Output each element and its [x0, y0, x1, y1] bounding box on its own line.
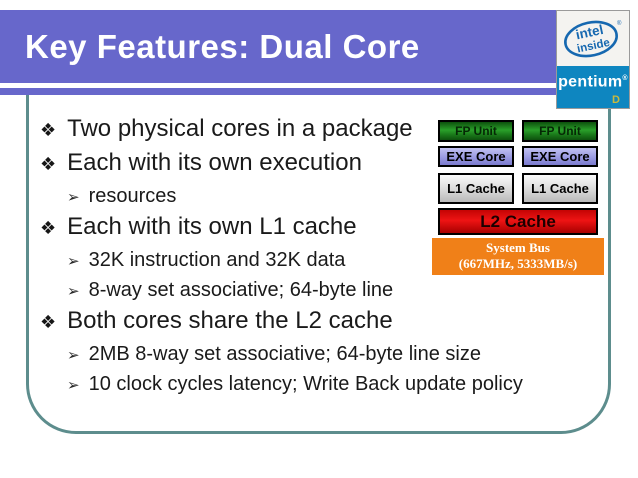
title-banner: Key Features: Dual Core [0, 10, 556, 83]
bullet-text: Each with its own execution [67, 149, 362, 176]
intel-inside-badge: intel inside ® [557, 11, 629, 66]
oval-trademark: ® [617, 20, 622, 27]
exe-core-box-left: EXE Core [438, 146, 514, 167]
page-title: Key Features: Dual Core [25, 27, 420, 65]
l1-cache-box-right: L1 Cache [522, 173, 598, 204]
intel-word: intel [574, 21, 604, 41]
diamond-bullet-icon: ❖ [40, 154, 57, 175]
sub-bullet-item: ➢ 2MB 8-way set associative; 64-byte line… [67, 340, 600, 369]
bullet-text: resources [88, 185, 177, 207]
bullet-item: ❖ Each with its own L1 cache [40, 212, 600, 244]
diamond-bullet-icon: ❖ [40, 218, 57, 239]
bullet-text: 32K instruction and 32K data [88, 249, 346, 271]
cpu-diagram: FP Unit EXE Core L1 Cache FP Unit EXE Co… [432, 120, 604, 275]
sub-bullet-item: ➢ 8-way set associative; 64-byte line [67, 276, 600, 305]
bullet-text: 2MB 8-way set associative; 64-byte line … [88, 343, 481, 365]
pentium-word: pentium [558, 73, 623, 91]
pentium-badge: pentium® D [557, 66, 629, 108]
fp-unit-box-left: FP Unit [438, 120, 514, 142]
slide-body: ❖ Two physical cores in a package ❖ Each w… [40, 114, 600, 400]
intel-pentium-logo: intel inside ® pentium® D [556, 10, 630, 109]
exe-core-box-right: EXE Core [522, 146, 598, 167]
intel-inside-icon: intel inside ® [564, 20, 622, 57]
bullet-item: ❖ Two physical cores in a package [40, 114, 600, 146]
system-bus-box: System Bus (667MHz, 5333MB/s) [432, 238, 604, 275]
diamond-bullet-icon: ❖ [40, 312, 57, 333]
arrowhead-bullet-icon: ➢ [67, 188, 80, 206]
core-columns: FP Unit EXE Core L1 Cache FP Unit EXE Co… [432, 120, 604, 204]
bullet-text: 8-way set associative; 64-byte line [88, 279, 394, 301]
banner-underline-strip [0, 88, 556, 95]
sub-bullet-item: ➢ resources [67, 182, 600, 211]
sub-bullet-item: ➢ 32K instruction and 32K data [67, 246, 600, 275]
arrowhead-bullet-icon: ➢ [67, 282, 80, 300]
bullet-item: ❖ Each with its own execution [40, 148, 600, 180]
system-bus-label: System Bus [486, 240, 550, 255]
l2-cache-box: L2 Cache [438, 208, 598, 235]
bullet-text: Two physical cores in a package [67, 115, 413, 142]
core-column-left: FP Unit EXE Core L1 Cache [438, 120, 514, 204]
diamond-bullet-icon: ❖ [40, 120, 57, 141]
system-bus-spec: (667MHz, 5333MB/s) [458, 256, 578, 271]
bullet-text: Both cores share the L2 cache [67, 307, 393, 334]
arrowhead-bullet-icon: ➢ [67, 376, 80, 394]
l1-cache-box-left: L1 Cache [438, 173, 514, 204]
core-column-right: FP Unit EXE Core L1 Cache [522, 120, 598, 204]
pentium-trademark: ® [622, 75, 628, 82]
sub-bullet-item: ➢ 10 clock cycles latency; Write Back upd… [67, 370, 600, 399]
fp-unit-box-right: FP Unit [522, 120, 598, 142]
banner-underline-gap [0, 83, 556, 88]
bullet-text: Each with its own L1 cache [67, 213, 357, 240]
bullet-text: 10 clock cycles latency; Write Back upda… [88, 373, 523, 395]
bullet-item: ❖ Both cores share the L2 cache [40, 306, 600, 338]
bullet-list: ❖ Two physical cores in a package ❖ Each w… [40, 114, 600, 399]
arrowhead-bullet-icon: ➢ [67, 252, 80, 270]
pentium-series-label: D [612, 94, 620, 106]
pentium-label: pentium® [557, 66, 629, 95]
arrowhead-bullet-icon: ➢ [67, 346, 80, 364]
